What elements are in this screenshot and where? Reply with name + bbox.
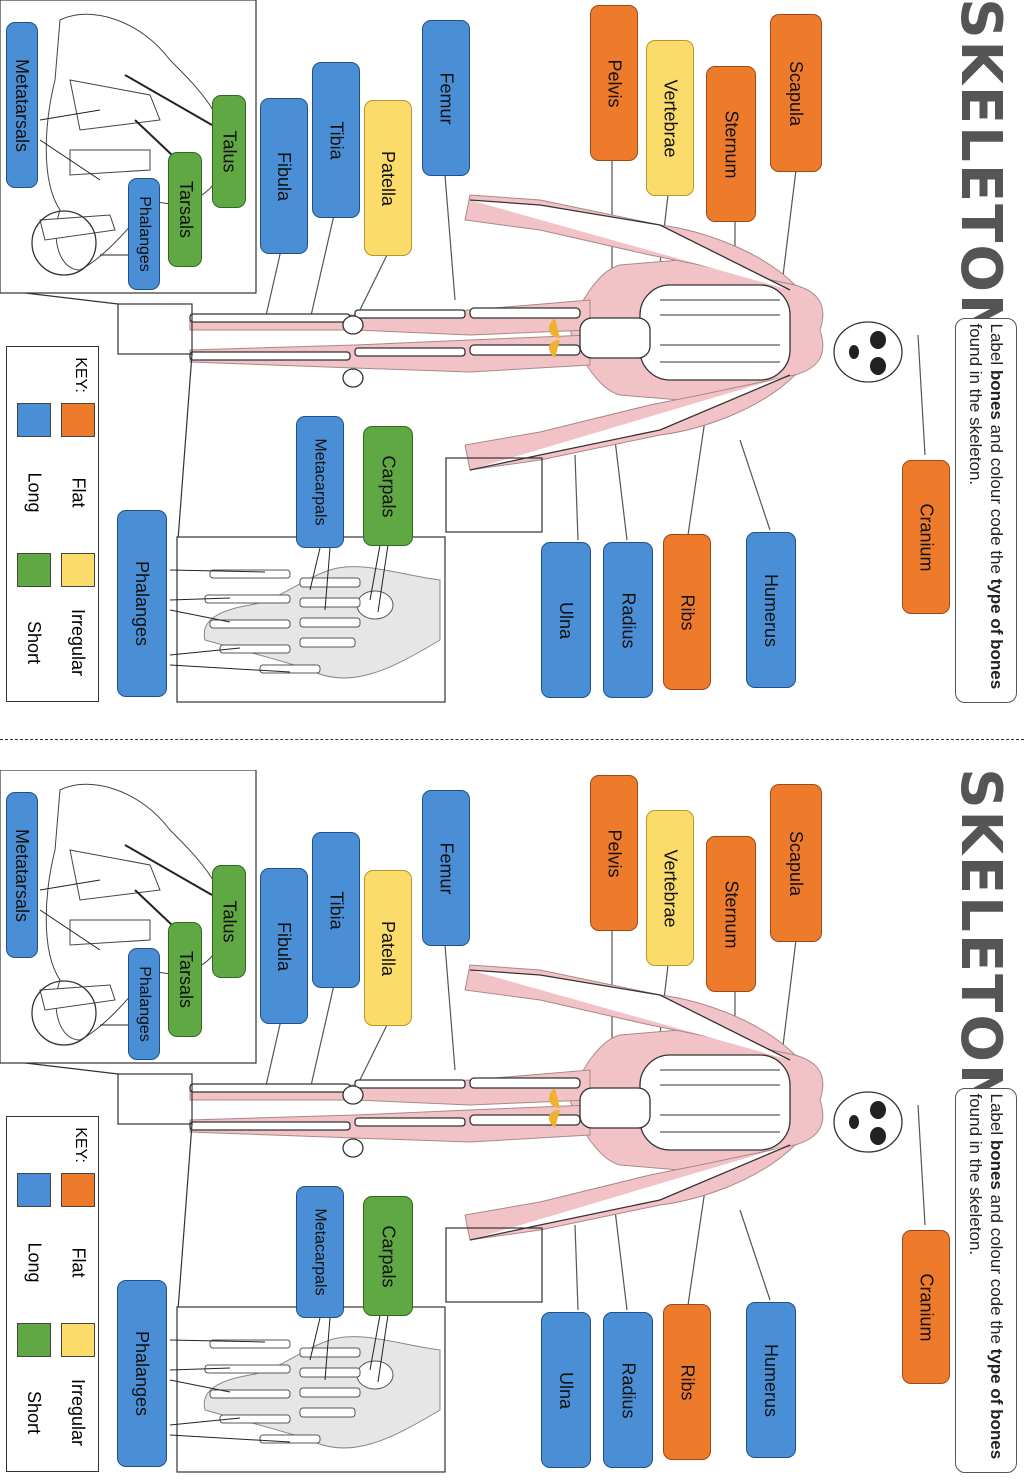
label-scapula[interactable]: Scapula xyxy=(770,14,822,172)
label-humerus[interactable]: Humerus xyxy=(746,532,796,688)
label-femur[interactable]: Femur xyxy=(422,790,470,946)
label-talus[interactable]: Talus xyxy=(212,95,246,208)
label-phalanges-hand[interactable]: Phalanges xyxy=(117,510,167,697)
label-humerus[interactable]: Humerus xyxy=(746,1302,796,1458)
skeleton-illustration xyxy=(0,770,926,1473)
key-swatch-long xyxy=(17,1173,51,1207)
label-fibula[interactable]: Fibula xyxy=(260,868,308,1024)
label-ulna[interactable]: Ulna xyxy=(541,542,591,698)
label-metacarpals[interactable]: Metacarpals xyxy=(296,1186,344,1318)
label-cranium[interactable]: Cranium xyxy=(902,1230,950,1384)
hand-inset xyxy=(169,1306,446,1473)
label-sternum[interactable]: Sternum xyxy=(706,66,756,222)
label-ribs[interactable]: Ribs xyxy=(663,534,711,690)
key-swatch-flat xyxy=(61,403,95,437)
worksheet-copy-1: SKELETON Label bones and colour code the… xyxy=(0,0,1024,710)
foot-inset xyxy=(0,0,257,294)
label-carpals[interactable]: Carpals xyxy=(363,426,413,546)
key-swatch-short xyxy=(17,1323,51,1357)
label-talus[interactable]: Talus xyxy=(212,865,246,978)
key-swatch-long xyxy=(17,403,51,437)
label-phalanges-foot[interactable]: Phalanges xyxy=(128,948,160,1060)
label-radius[interactable]: Radius xyxy=(603,542,653,698)
label-phalanges-hand[interactable]: Phalanges xyxy=(117,1280,167,1467)
label-patella[interactable]: Patella xyxy=(364,870,412,1026)
cut-line xyxy=(0,739,1024,740)
label-tibia[interactable]: Tibia xyxy=(312,62,360,218)
key-swatch-irregular xyxy=(61,553,95,587)
label-scapula[interactable]: Scapula xyxy=(770,784,822,942)
label-ulna[interactable]: Ulna xyxy=(541,1312,591,1468)
label-pelvis[interactable]: Pelvis xyxy=(590,775,638,931)
hand-inset xyxy=(169,536,446,703)
label-patella[interactable]: Patella xyxy=(364,100,412,256)
label-pelvis[interactable]: Pelvis xyxy=(590,5,638,161)
label-vertebrae[interactable]: Vertebrae xyxy=(646,810,694,966)
skeleton-illustration xyxy=(0,0,926,703)
label-vertebrae[interactable]: Vertebrae xyxy=(646,40,694,196)
label-cranium[interactable]: Cranium xyxy=(902,460,950,614)
label-sternum[interactable]: Sternum xyxy=(706,836,756,992)
colour-key: KEY: Flat Irregular Long Short xyxy=(6,346,99,702)
worksheet-title: SKELETON xyxy=(947,770,1013,1113)
worksheet-copy-2: SKELETON Label bones and colour code the… xyxy=(0,770,1024,1480)
key-swatch-short xyxy=(17,553,51,587)
instruction-box: Label bones and colour code the type of … xyxy=(955,318,1017,703)
key-swatch-flat xyxy=(61,1173,95,1207)
label-femur[interactable]: Femur xyxy=(422,20,470,176)
colour-key: KEY: Flat Irregular Long Short xyxy=(6,1116,99,1472)
label-metatarsals[interactable]: Metatarsals xyxy=(6,22,38,188)
label-radius[interactable]: Radius xyxy=(603,1312,653,1468)
label-metacarpals[interactable]: Metacarpals xyxy=(296,416,344,548)
worksheet-title: SKELETON xyxy=(947,0,1013,343)
label-tarsals[interactable]: Tarsals xyxy=(168,152,202,267)
instruction-box: Label bones and colour code the type of … xyxy=(955,1088,1017,1473)
key-swatch-irregular xyxy=(61,1323,95,1357)
label-metatarsals[interactable]: Metatarsals xyxy=(6,792,38,958)
label-ribs[interactable]: Ribs xyxy=(663,1304,711,1460)
label-fibula[interactable]: Fibula xyxy=(260,98,308,254)
label-tibia[interactable]: Tibia xyxy=(312,832,360,988)
label-phalanges-foot[interactable]: Phalanges xyxy=(128,178,160,290)
label-tarsals[interactable]: Tarsals xyxy=(168,922,202,1037)
label-carpals[interactable]: Carpals xyxy=(363,1196,413,1316)
